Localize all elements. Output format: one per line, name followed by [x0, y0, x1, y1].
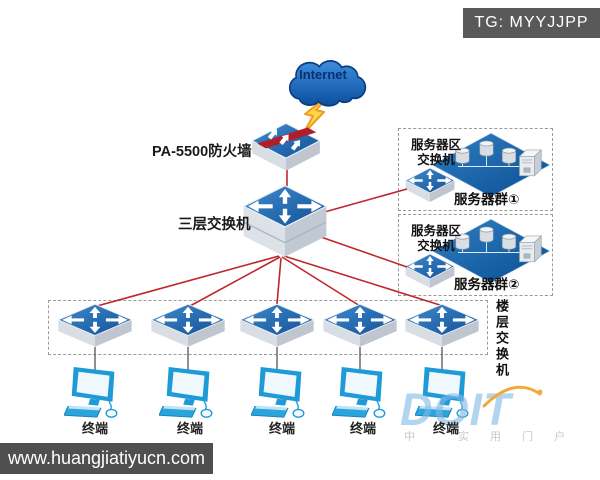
doit-logo-watermark: DOIT 中 实 用 门 户: [396, 384, 576, 448]
doit-slogan-left: 中: [404, 431, 415, 443]
terminal-1-icon: [64, 366, 126, 422]
core-switch-icon: [241, 184, 329, 260]
doit-logo-text: DOIT: [400, 384, 512, 435]
doit-logo-swoosh-icon: [482, 385, 543, 408]
floor-switch-label: 楼层交换机: [494, 299, 509, 379]
firewall-label: PA-5500防火墙: [152, 144, 252, 160]
terminal-3-icon: [251, 366, 313, 422]
doit-slogan-right: 实 用 门 户: [458, 431, 575, 443]
terminal-3-label: 终端: [268, 421, 295, 436]
terminal-4-label: 终端: [349, 421, 376, 436]
site-url-watermark: www.huangjiatiyucn.com: [0, 443, 213, 474]
terminal-5-label: 终端: [432, 421, 459, 436]
server-switch-2-icon: [404, 253, 456, 289]
server-group-2-label: 服务器群②: [454, 277, 520, 292]
server-switch-1-icon: [404, 167, 456, 203]
server-switch-2-label-line2: 交换机: [417, 239, 455, 253]
server-switch-1-label-line1: 服务器区: [410, 138, 461, 152]
terminal-1-label: 终端: [81, 421, 108, 436]
floor-switch-5-icon: [403, 303, 481, 348]
core-switch-label: 三层交换机: [178, 217, 251, 233]
server-group-1-label: 服务器群①: [454, 192, 520, 207]
server-switch-1-label-line2: 交换机: [417, 153, 455, 167]
floor-switch-4-icon: [321, 303, 399, 348]
server-switch-2-label-line1: 服务器区: [410, 224, 461, 238]
tg-badge: TG: MYYJJPP: [463, 8, 600, 38]
server-area-2-box: 服务器区 交换机 服务器群②: [398, 214, 553, 296]
server-switch-2-label: 服务器区 交换机: [403, 224, 469, 254]
floor-switch-1-icon: [56, 303, 134, 348]
internet-label: Internet: [299, 67, 347, 82]
floor-switch-2-icon: [149, 303, 227, 348]
server-switch-1-label: 服务器区 交换机: [403, 138, 469, 168]
terminal-2-icon: [159, 366, 221, 422]
firewall-icon: [250, 122, 322, 172]
server-area-1-box: 服务器区 交换机 服务器群①: [398, 128, 553, 211]
terminal-4-icon: [332, 366, 394, 422]
floor-switch-3-icon: [238, 303, 316, 348]
terminal-2-label: 终端: [176, 421, 203, 436]
